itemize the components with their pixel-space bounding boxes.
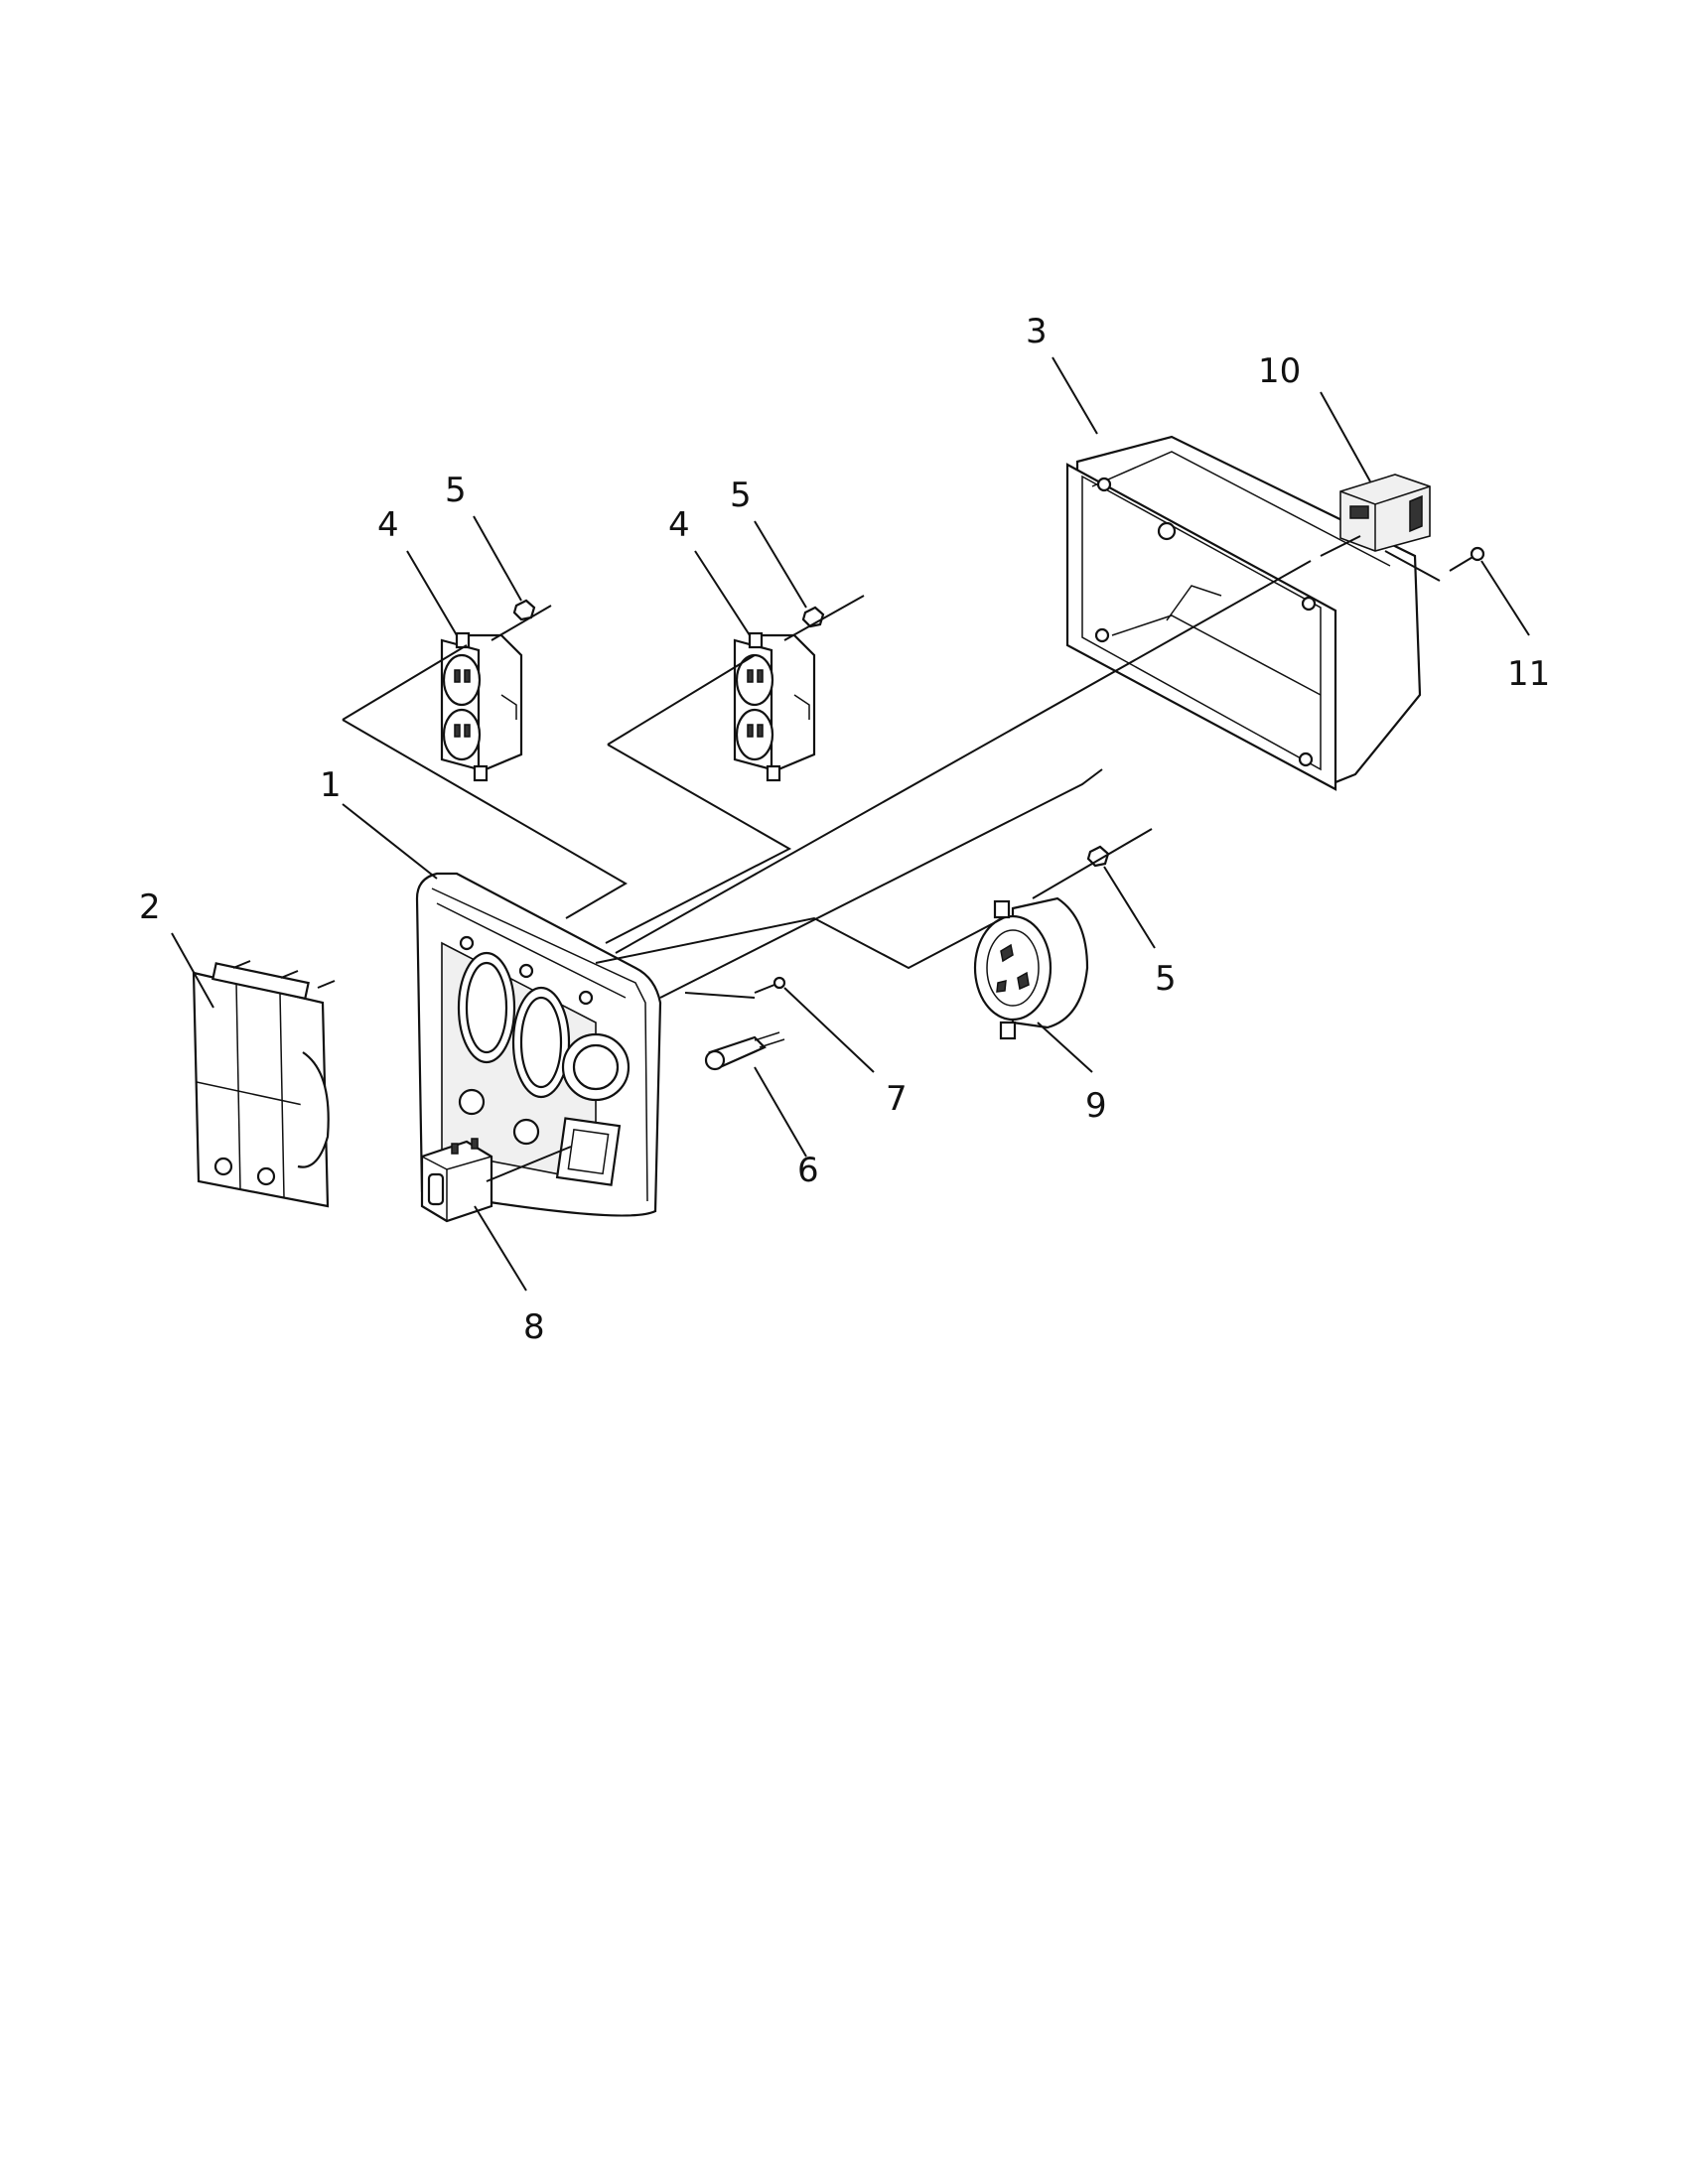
- part-9-twist-lock-receptacle: [973, 896, 1089, 1040]
- callout-5-left: 5: [445, 471, 467, 510]
- callout-2: 2: [139, 887, 161, 927]
- part-8-rocker-switch: [420, 1138, 493, 1223]
- part-10-switch: [1339, 474, 1431, 552]
- callout-4-left: 4: [377, 505, 399, 545]
- part-4-receptacle-center: [733, 631, 816, 782]
- part-1-front-panel: [415, 872, 662, 1217]
- callout-11: 11: [1507, 654, 1550, 694]
- callout-5-right: 5: [1155, 959, 1177, 999]
- part-5-nut-right: [1086, 845, 1110, 868]
- part-11-screw: [1449, 546, 1485, 572]
- part-7-screw: [754, 976, 786, 994]
- callout-1: 1: [320, 765, 342, 805]
- callout-10: 10: [1258, 351, 1301, 391]
- callout-7: 7: [886, 1079, 908, 1119]
- part-6-indicator: [704, 1031, 785, 1071]
- callout-8: 8: [523, 1307, 545, 1347]
- part-4-receptacle-left: [440, 631, 523, 782]
- callout-5-center: 5: [730, 476, 752, 515]
- callout-labels: 1 2 3 4 4 5 5 5 6 7 8 9 10 11: [139, 312, 1550, 1347]
- callout-6: 6: [797, 1151, 819, 1190]
- assembly-lines: [342, 535, 1441, 1182]
- part-2-outlet-covers: [192, 960, 336, 1208]
- callout-4-center: 4: [668, 505, 690, 545]
- callout-3: 3: [1026, 312, 1048, 351]
- leader-lines: [171, 356, 1530, 1292]
- callout-9: 9: [1085, 1086, 1107, 1126]
- part-3-housing: [1065, 435, 1422, 791]
